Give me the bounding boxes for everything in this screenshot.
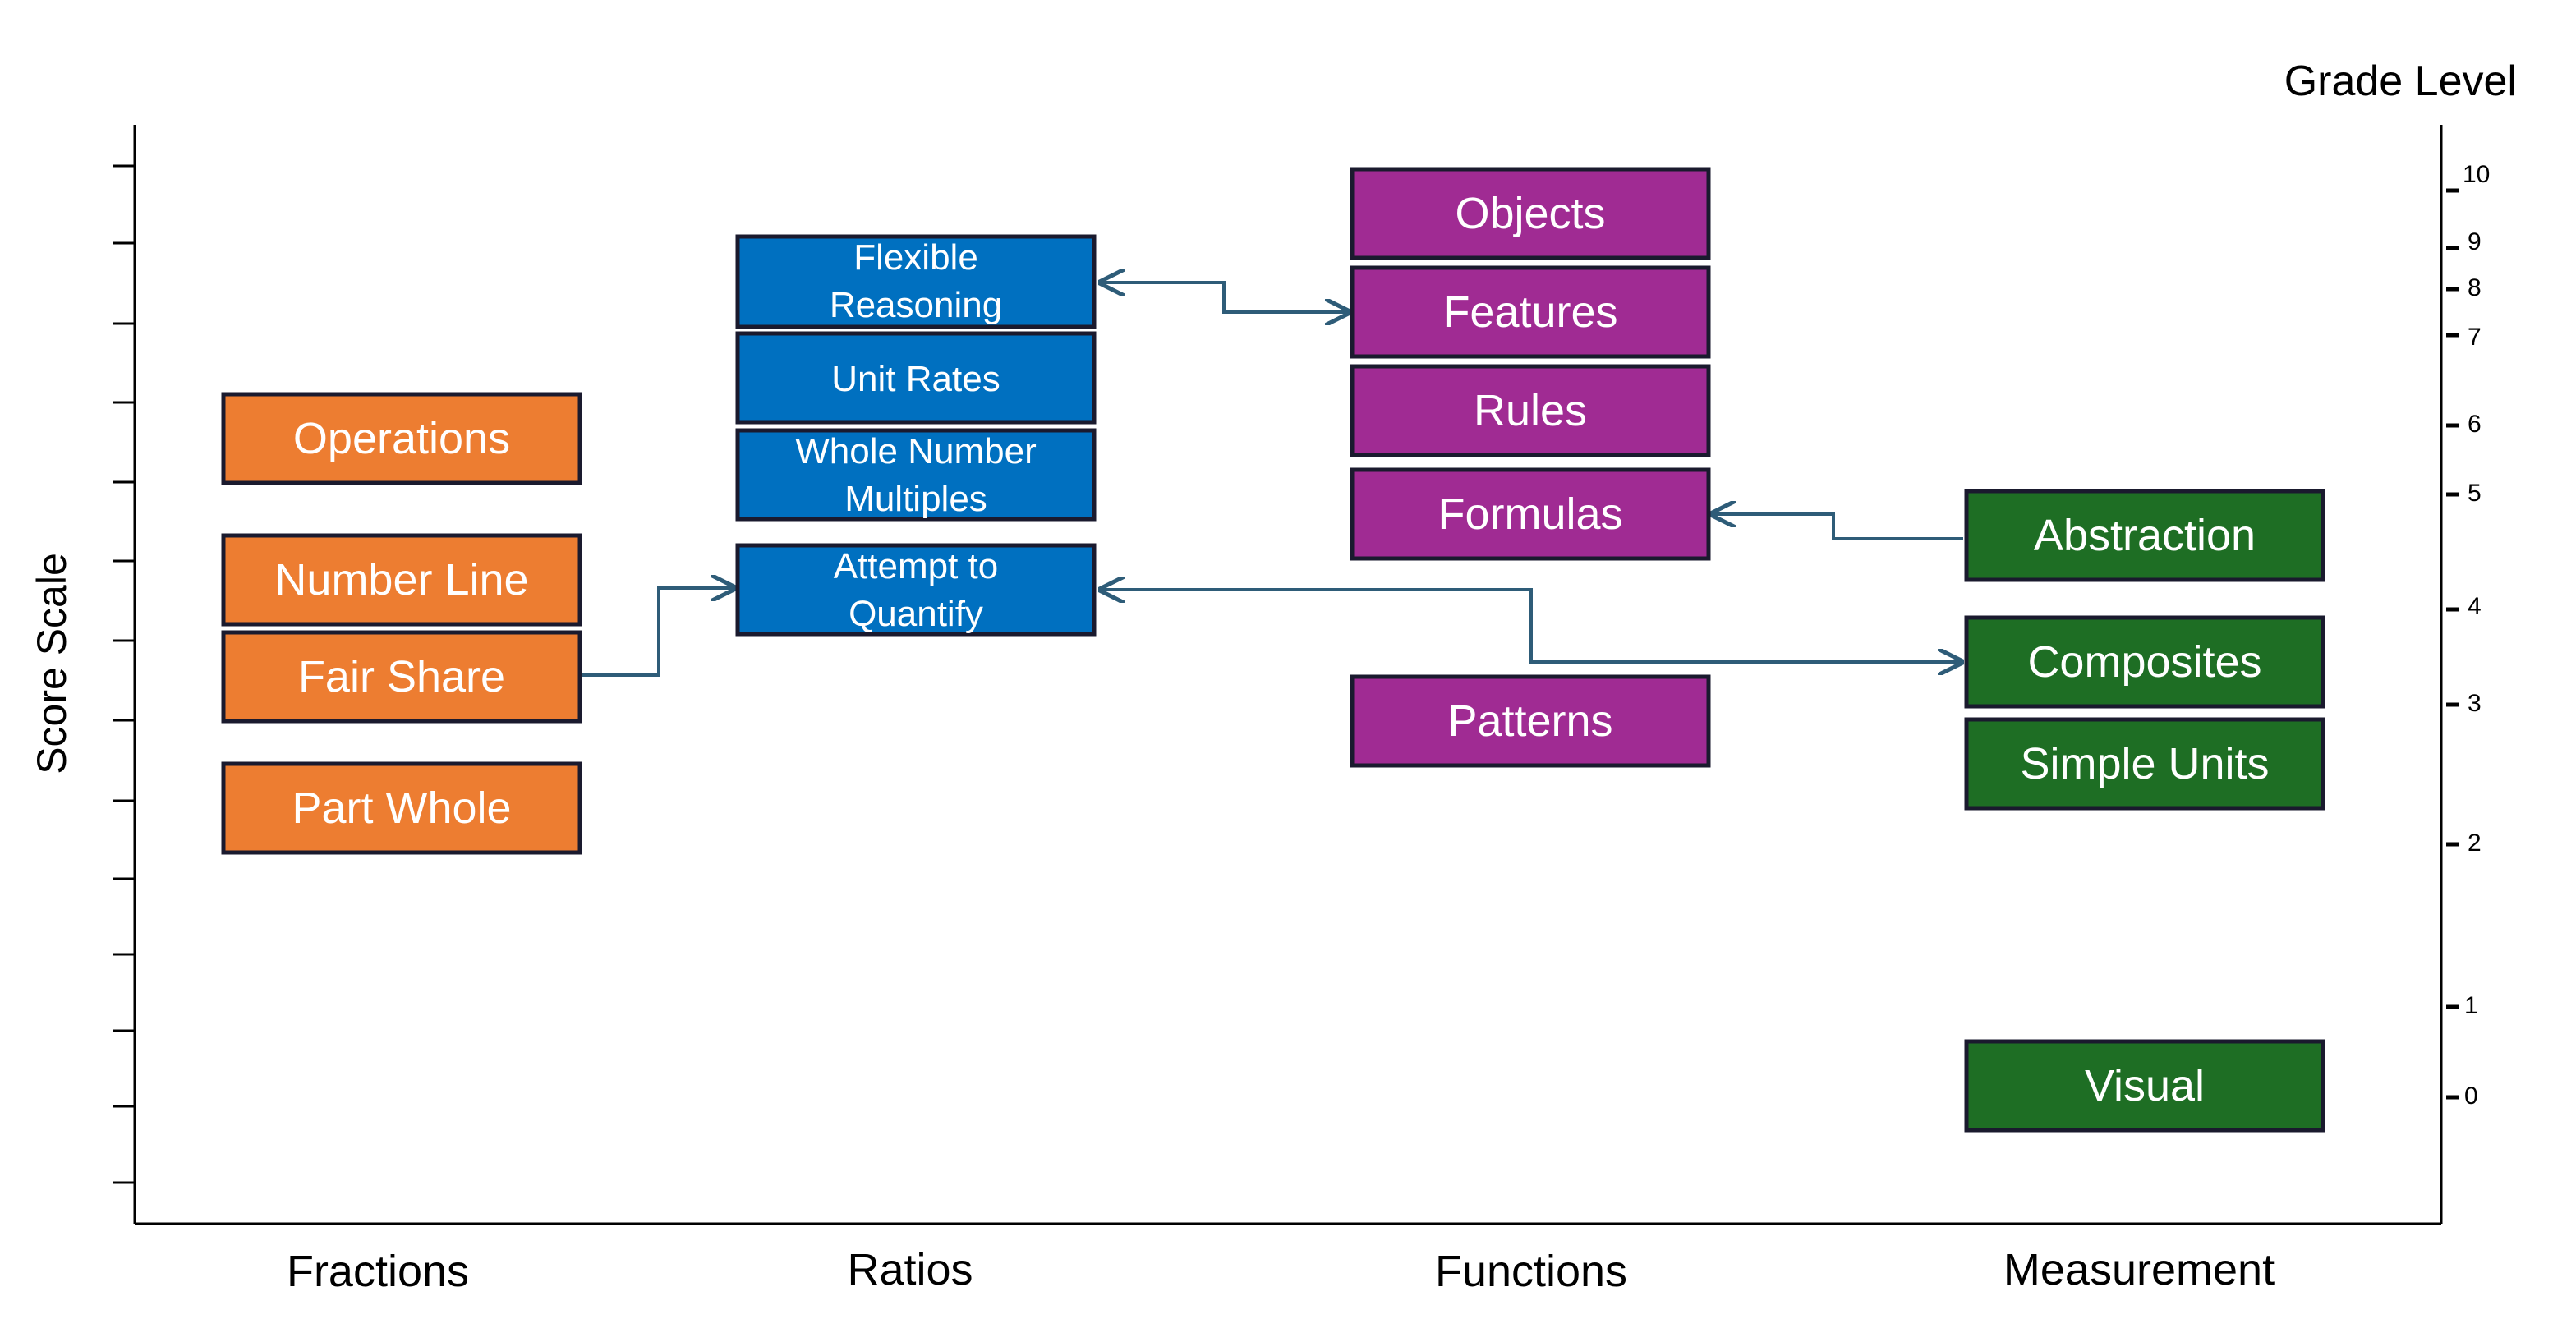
box-label: Composites — [2027, 637, 2261, 687]
category-label-ratios: Ratios — [847, 1245, 973, 1294]
left-axis — [113, 125, 136, 1224]
box-label: Formulas — [1438, 489, 1622, 539]
box-label: Fair Share — [298, 652, 505, 701]
ratios-group: Flexible Reasoning Unit Rates Whole Numb… — [735, 234, 1097, 637]
grade-level-label: Grade Level — [2284, 57, 2517, 105]
box-flexible-reasoning: Flexible Reasoning — [735, 234, 1097, 329]
box-label: Operations — [293, 414, 510, 463]
box-composites: Composites — [1964, 615, 2325, 709]
box-objects: Objects — [1350, 167, 1711, 260]
box-label: Whole Number — [795, 431, 1036, 471]
category-label-fractions: Fractions — [287, 1247, 469, 1296]
box-label: Attempt to — [834, 546, 999, 586]
grade-tick-label: 1 — [2464, 992, 2478, 1019]
grade-tick-labels: 10 9 8 7 6 5 4 3 2 1 0 — [2463, 161, 2490, 1110]
box-label: Quantify — [849, 594, 983, 634]
grade-tick-label: 9 — [2468, 228, 2482, 255]
box-label: Flexible — [853, 237, 978, 278]
category-label-measurement: Measurement — [2003, 1245, 2275, 1294]
box-whole-number-multiples: Whole Number Multiples — [735, 428, 1097, 522]
box-rules: Rules — [1350, 364, 1711, 457]
grade-tick-label: 10 — [2463, 161, 2490, 188]
category-labels: Fractions Ratios Functions Measurement — [287, 1245, 2275, 1296]
box-label: Visual — [2085, 1061, 2205, 1110]
fractions-group: Operations Number Line Fair Share Part W… — [221, 392, 582, 855]
arrow-attempt-composites — [1101, 590, 1962, 662]
grade-ticks — [2446, 188, 2459, 1100]
box-fair-share: Fair Share — [221, 630, 582, 724]
box-patterns: Patterns — [1350, 674, 1711, 768]
grade-tick-label: 5 — [2468, 480, 2482, 507]
box-number-line: Number Line — [221, 533, 582, 627]
box-attempt-to-quantify: Attempt to Quantify — [735, 543, 1097, 637]
arrow-abstraction-to-formulas — [1712, 514, 1963, 540]
grade-tick-label: 8 — [2468, 274, 2482, 301]
box-simple-units: Simple Units — [1964, 717, 2325, 811]
box-label: Multiples — [844, 479, 987, 519]
arrow-fair-share-to-attempt — [580, 588, 734, 677]
box-label: Abstraction — [2034, 511, 2256, 560]
measurement-group: Abstraction Composites Simple Units Visu… — [1964, 489, 2325, 1133]
box-formulas: Formulas — [1350, 467, 1711, 561]
connector-arrows — [580, 283, 1963, 677]
box-unit-rates: Unit Rates — [735, 331, 1097, 425]
box-label: Rules — [1474, 386, 1587, 435]
box-part-whole: Part Whole — [221, 761, 582, 855]
box-label: Reasoning — [830, 285, 1002, 325]
grade-tick-label: 3 — [2468, 690, 2482, 717]
box-label: Part Whole — [292, 784, 511, 833]
category-label-functions: Functions — [1435, 1247, 1627, 1296]
box-features: Features — [1350, 265, 1711, 359]
box-label: Unit Rates — [831, 359, 1000, 399]
grade-tick-label: 2 — [2468, 830, 2482, 857]
box-label: Simple Units — [2020, 739, 2269, 788]
box-operations: Operations — [221, 392, 582, 485]
box-abstraction: Abstraction — [1964, 489, 2325, 582]
score-scale-label: Score Scale — [29, 553, 75, 774]
box-visual: Visual — [1964, 1039, 2325, 1133]
grade-tick-label: 0 — [2464, 1082, 2478, 1110]
box-label: Objects — [1455, 189, 1605, 238]
box-label: Number Line — [274, 555, 528, 604]
grade-tick-label: 7 — [2468, 324, 2482, 351]
arrow-flexible-features — [1101, 283, 1349, 312]
box-label: Patterns — [1447, 696, 1612, 746]
left-axis-ticks — [113, 164, 135, 1184]
grade-tick-label: 6 — [2468, 411, 2482, 438]
box-label: Features — [1442, 287, 1617, 337]
functions-group: Objects Features Rules Formulas Patterns — [1350, 167, 1711, 768]
grade-tick-label: 4 — [2468, 593, 2482, 620]
